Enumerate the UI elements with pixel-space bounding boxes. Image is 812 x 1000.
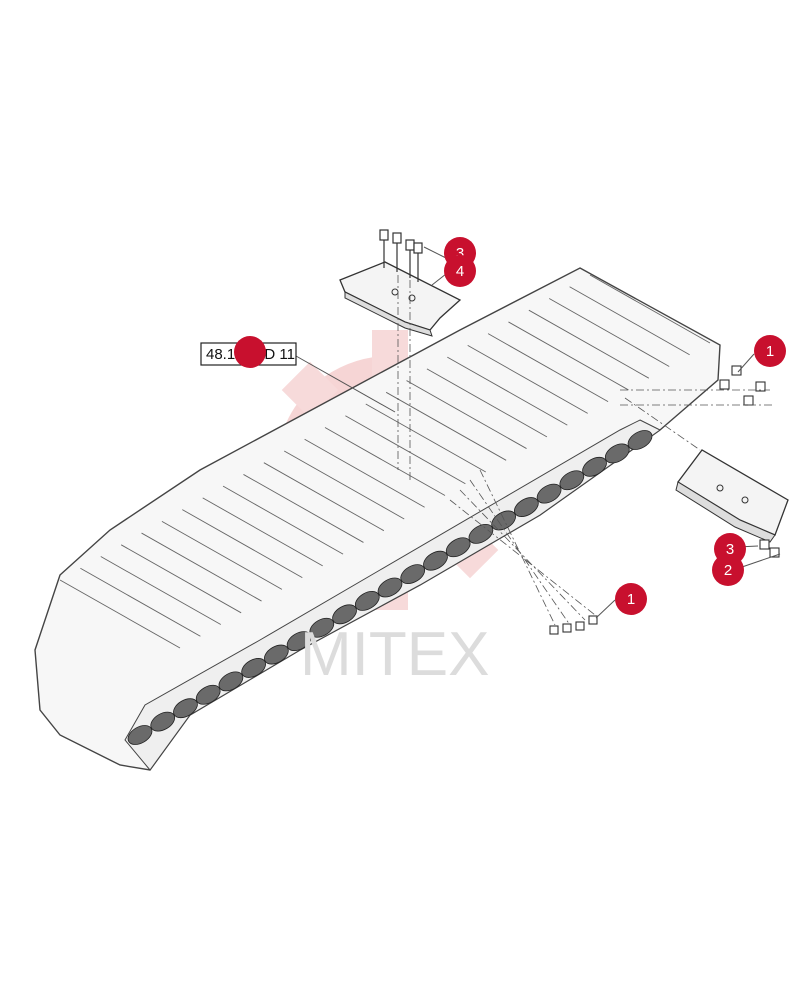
- track-shoe-top: [339, 261, 462, 337]
- track-shoe-line: [263, 462, 385, 532]
- track-shoe-line: [508, 321, 629, 391]
- callout-right-1[interactable]: 1: [754, 335, 786, 367]
- nuts-right: [719, 365, 780, 558]
- track-shoe-line: [569, 286, 690, 356]
- track-shoe-line: [487, 333, 609, 403]
- track-shoe-line: [324, 427, 446, 496]
- callout-top-4[interactable]: 4: [444, 255, 476, 287]
- track-shoe-line: [549, 298, 670, 367]
- nuts-bottom: [549, 615, 598, 635]
- callout-bottom-1[interactable]: 1: [615, 583, 647, 615]
- track-shoe-line: [284, 450, 405, 520]
- bolts-top: [379, 229, 423, 282]
- track-shoe-line: [365, 403, 486, 473]
- callout-right-2-number: 2: [724, 562, 732, 579]
- callout-right-2[interactable]: 2: [712, 554, 744, 586]
- track-shoe-line: [345, 415, 466, 485]
- track-shoe-line: [202, 497, 323, 567]
- track-shoe-lines: [59, 274, 711, 649]
- track-shoe-line: [406, 380, 527, 449]
- watermark-text: MITEX: [300, 620, 489, 689]
- track-shoe-line: [385, 391, 507, 461]
- track-shoe-line: [426, 368, 548, 438]
- track-shoe-line: [100, 556, 221, 625]
- track-shoe-line: [161, 520, 283, 590]
- assembly-guide-lines: [397, 275, 775, 626]
- reference-callout: [234, 336, 266, 368]
- track-shoe-line: [447, 356, 568, 426]
- track-shoe-line: [467, 344, 588, 414]
- track-shoe-line: [243, 474, 364, 543]
- track-shoe-line: [141, 532, 262, 602]
- callout-top-4-number: 4: [456, 263, 464, 280]
- callout-bottom-1-number: 1: [627, 591, 635, 608]
- track-shoe-line: [222, 485, 344, 555]
- track-shoe-line: [589, 274, 711, 344]
- callout-right-3-number: 3: [726, 541, 734, 558]
- track-belt: [34, 267, 721, 771]
- track-shoe-line: [80, 567, 201, 637]
- track-shoe-line: [528, 309, 650, 379]
- callout-top-3-number: 3: [456, 245, 464, 262]
- track-shoe-right: [675, 449, 789, 543]
- callout-right-1-number: 1: [766, 343, 774, 360]
- track-shoe-line: [120, 544, 242, 614]
- track-shoe-line: [59, 579, 181, 649]
- track-shoe-line: [182, 509, 303, 579]
- track-chain-links: [127, 430, 653, 745]
- track-shoe-line: [304, 438, 425, 508]
- chain-link: [127, 725, 153, 745]
